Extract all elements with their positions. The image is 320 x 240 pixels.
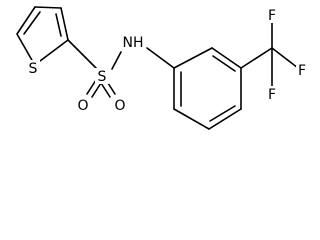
bond [60,7,69,41]
bond [100,82,111,98]
bond [173,47,213,69]
chemical-structure: S S O O NH F F F [16,6,308,130]
bond [55,13,62,37]
bond [16,6,36,35]
sulfonyl-sulfur-label: S [98,69,107,85]
amide-nitrogen-label: NH [123,35,144,51]
trifluoromethyl-group [271,21,299,87]
bond [86,79,97,95]
bond [208,108,242,130]
fluorine-top-label: F [268,8,276,24]
bond [146,47,175,69]
bond [16,33,34,63]
thiophene-sulfur-label: S [29,61,38,77]
sulfonyl-oxygen-right-label: O [114,98,125,114]
fluorine-bottom-label: F [268,87,276,103]
sulfonyl-oxygen-left-label: O [77,98,88,114]
thiophene-ring [16,6,69,63]
fluorine-right-label: F [298,63,306,79]
bond [240,47,273,69]
bond [34,6,62,9]
bond [67,39,98,70]
bond [271,47,299,69]
bond [23,11,41,35]
bond [111,51,122,70]
benzene-ring [173,47,242,130]
bond [209,105,236,122]
bond [39,39,69,62]
atom-labels: S S O O NH F F F [26,7,308,114]
bond [211,47,242,69]
bond [91,82,102,98]
bond [173,108,210,130]
bond [212,55,236,72]
